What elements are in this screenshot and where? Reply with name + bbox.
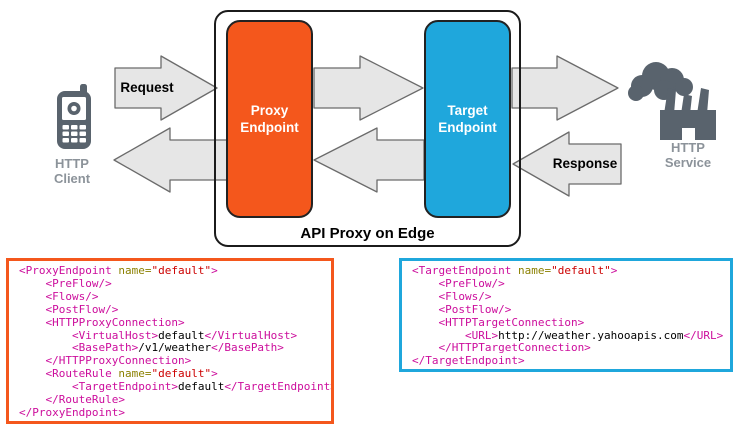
target-endpoint-box: Target Endpoint — [424, 20, 511, 218]
http-client-label-line2: Client — [53, 170, 91, 186]
smoke-cloud-icon — [628, 62, 693, 101]
http-client-label-line1: HTTP — [55, 156, 89, 171]
factory-cloud-icon — [628, 62, 716, 140]
http-client-label: HTTP Client — [37, 156, 107, 186]
target-to-service-arrow — [511, 55, 619, 121]
request-label: Request — [120, 80, 174, 95]
response-arrow — [512, 131, 622, 197]
response-label: Response — [552, 156, 618, 171]
target-endpoint-code-block: <TargetEndpoint name="default"> <PreFlow… — [399, 258, 733, 372]
http-service-label: HTTP Service — [648, 140, 728, 170]
proxy-endpoint-label-line2: Endpoint — [240, 120, 299, 135]
request-arrow — [114, 55, 218, 121]
proxy-endpoint-code-block: <ProxyEndpoint name="default"> <PreFlow/… — [6, 258, 334, 424]
api-proxy-container: API Proxy on Edge — [214, 10, 521, 247]
proxy-to-target-arrow — [313, 55, 424, 121]
proxy-to-client-arrow — [113, 127, 228, 193]
target-endpoint-label-line2: Endpoint — [438, 120, 497, 135]
http-service-label-line2: Service — [664, 154, 712, 170]
proxy-endpoint-label-line1: Proxy — [250, 103, 289, 118]
target-to-proxy-arrow — [313, 127, 425, 193]
proxy-endpoint-box: Proxy Endpoint — [226, 20, 313, 218]
container-title: API Proxy on Edge — [300, 225, 435, 242]
target-endpoint-label-line1: Target — [447, 103, 488, 118]
mobile-phone-icon — [57, 84, 91, 149]
http-service-label-line1: HTTP — [671, 140, 705, 155]
